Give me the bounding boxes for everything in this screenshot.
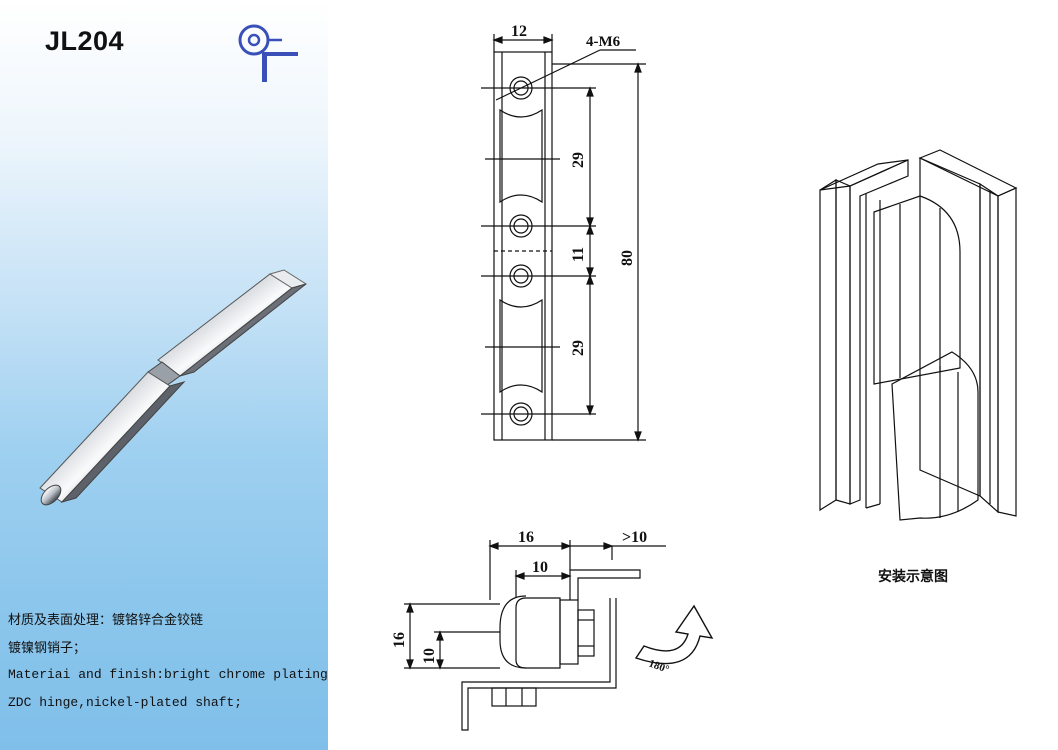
dim-top-clearance: >10 [622, 529, 647, 546]
dim-holes-4-m6: 4-M6 [586, 34, 621, 50]
material-description-cn-line2: 镀镍钢销子； [8, 641, 87, 656]
dim-top-inner-height: 10 [421, 648, 438, 664]
hinge-product-photo [39, 269, 308, 506]
dim-top-height: 16 [391, 632, 408, 648]
dim-pitch-bottom: 29 [570, 340, 587, 356]
top-view-drawing [404, 540, 666, 731]
dim-width-12: 12 [511, 23, 527, 40]
dim-top-overall: 16 [518, 529, 534, 546]
installation-diagram [819, 149, 1018, 521]
front-view-drawing [481, 34, 646, 442]
left-info-panel: JL204 [0, 0, 328, 750]
material-description-en-line2: ZDC hinge,nickel-plated shaft; [8, 695, 243, 710]
rotation-arrow-icon [634, 604, 714, 665]
dim-top-offset: 10 [532, 559, 548, 576]
material-description-cn-line1: 材质及表面处理：镀铬锌合金铰链 [8, 613, 204, 628]
material-description-en-line1: Materiai and finish:bright chrome platin… [8, 667, 328, 682]
dim-gap: 11 [570, 247, 587, 262]
model-number: JL204 [45, 26, 125, 56]
dim-total-length: 80 [619, 250, 636, 266]
installation-caption: 安装示意图 [878, 569, 948, 585]
dim-pitch-top: 29 [570, 152, 587, 168]
brand-logo-icon [238, 24, 298, 82]
